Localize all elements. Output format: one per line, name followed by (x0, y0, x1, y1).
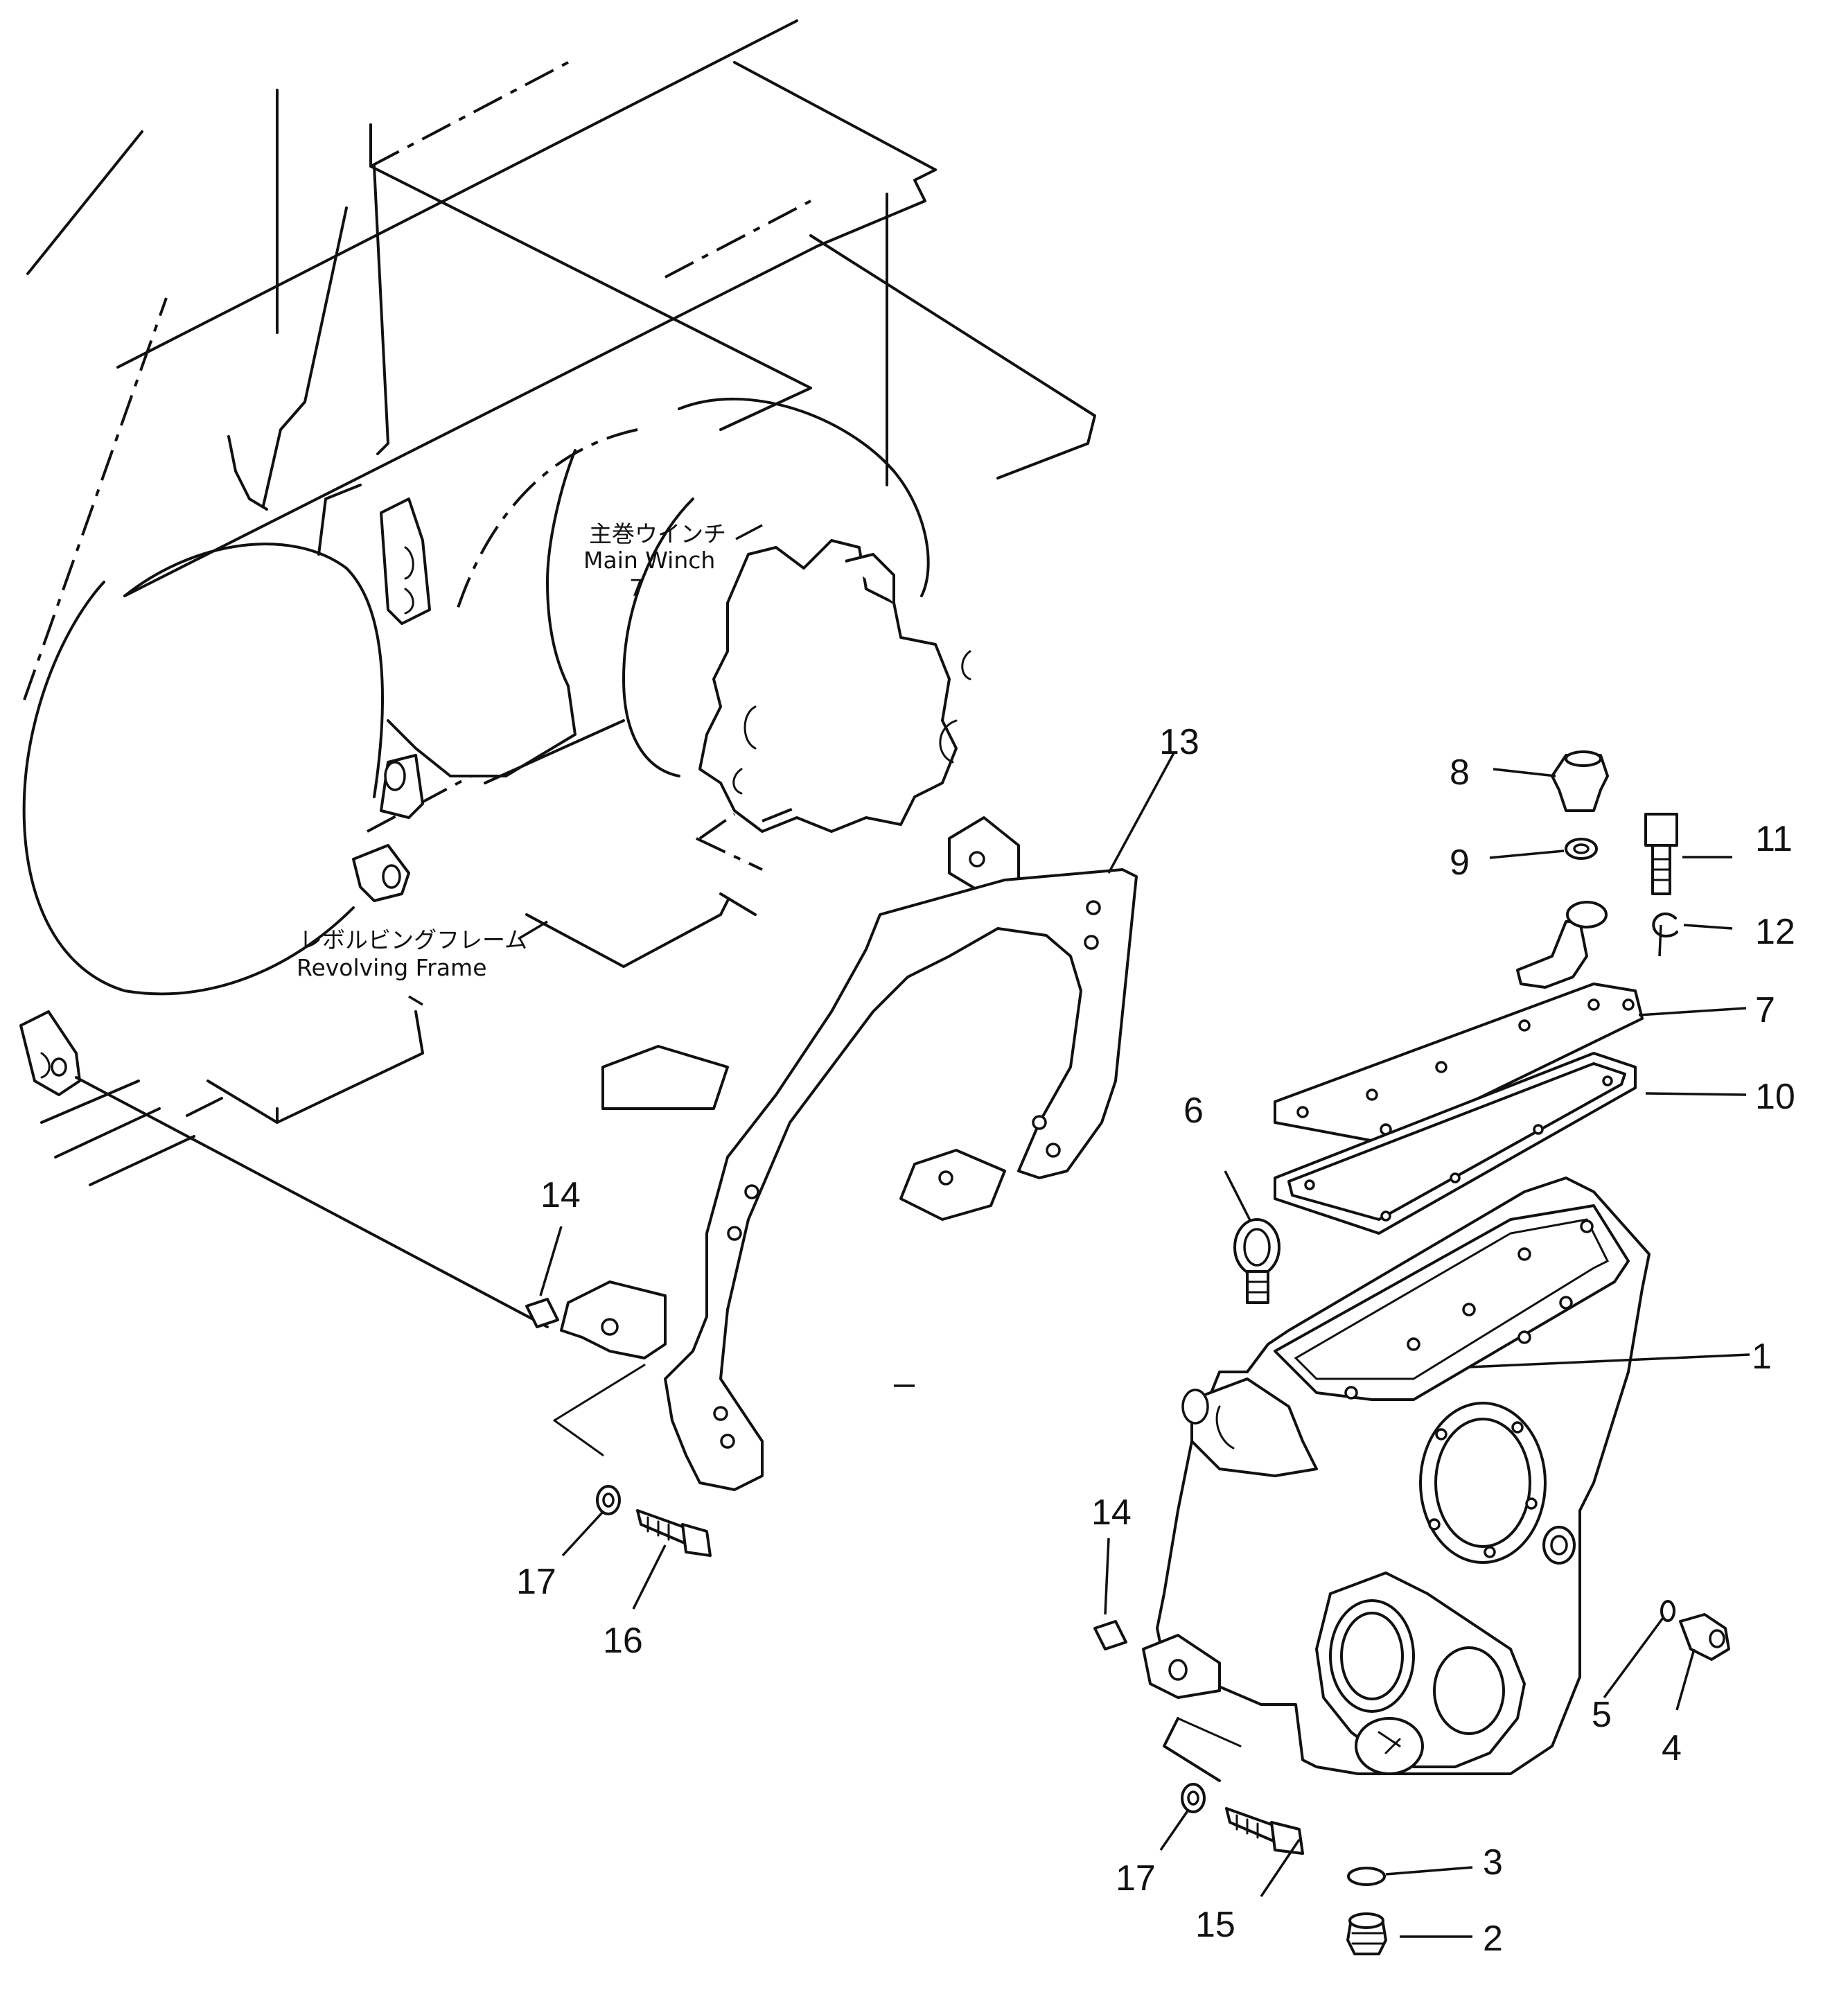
small-parts (525, 750, 1730, 1955)
callout-1: 1 (1752, 1337, 1772, 1377)
part-1-gear-case (1142, 1177, 1651, 1782)
callout-11: 11 (1755, 819, 1793, 859)
callout-5: 5 (1592, 1695, 1612, 1735)
callout-7: 7 (1755, 990, 1775, 1030)
part-13-bracket (553, 816, 1138, 1491)
callout-16: 16 (603, 1621, 643, 1661)
callout-14-case: 14 (1091, 1492, 1132, 1533)
leader-lines (408, 524, 1750, 1938)
callout-10: 10 (1755, 1077, 1795, 1117)
callout-13: 13 (1159, 722, 1199, 762)
revolving-frame-label-jp: レボルビングフレーム (299, 926, 527, 953)
main-winch-drawing (352, 397, 971, 902)
revolving-frame-drawing (19, 19, 1096, 1328)
callout-9: 9 (1450, 843, 1470, 883)
callout-2: 2 (1483, 1919, 1503, 1959)
main-winch-label-jp: 主巻ウインチ (589, 520, 726, 547)
callout-17-case: 17 (1116, 1858, 1156, 1899)
callout-14-frame: 14 (540, 1175, 581, 1215)
callout-4: 4 (1662, 1728, 1682, 1768)
callout-12: 12 (1755, 912, 1795, 952)
callout-8: 8 (1450, 752, 1470, 793)
main-winch-label-en: Main Winch (583, 547, 715, 574)
callout-6: 6 (1183, 1091, 1204, 1131)
cover-and-gasket (1274, 901, 1644, 1235)
callout-17-frame: 17 (516, 1562, 556, 1602)
revolving-frame-label-en: Revolving Frame (297, 954, 487, 981)
main-winch-ref-number: 7 (629, 574, 644, 601)
callout-15: 15 (1195, 1905, 1235, 1945)
callout-3: 3 (1483, 1842, 1503, 1883)
